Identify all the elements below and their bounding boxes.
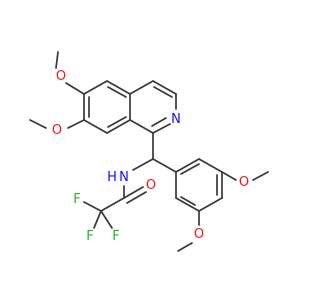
bond [83, 201, 102, 212]
bond [252, 171, 269, 181]
bond [180, 163, 200, 175]
bond [198, 158, 223, 173]
bond [152, 123, 171, 134]
atom-oxygen-methoxy-6: O [56, 69, 66, 84]
background [0, 0, 300, 300]
bond [100, 210, 113, 229]
bond [132, 158, 154, 171]
bond [106, 80, 131, 95]
atom-fluorine-3: F [86, 229, 93, 244]
atom-oxygen-methoxy-7: O [52, 123, 62, 138]
atom-fluorine-1: F [73, 192, 80, 207]
bond [180, 196, 196, 206]
bond [177, 242, 193, 252]
bond [83, 80, 108, 95]
bond [67, 119, 85, 129]
bond [107, 116, 127, 128]
bond [129, 80, 154, 95]
atom-oxygen-methoxy-meta: O [194, 227, 204, 242]
bond [93, 210, 102, 229]
bond [106, 119, 131, 134]
bond [153, 86, 173, 98]
bond [83, 119, 108, 134]
atom-oxygen-carbonyl: O [146, 178, 156, 193]
atom-labels: O O N N H O F F F O O [52, 69, 249, 244]
bond [221, 171, 237, 181]
bond [107, 86, 127, 98]
bond [65, 82, 85, 95]
bond [198, 197, 223, 212]
bond [152, 158, 177, 173]
atom-nitrogen-amide: N [119, 170, 129, 185]
bond [175, 158, 200, 173]
bond [123, 186, 144, 199]
bond [151, 117, 167, 127]
atom-fluorine-2: F [112, 229, 119, 244]
atom-oxygen-methoxy-para: O [239, 175, 249, 190]
bond [126, 191, 147, 204]
bond [29, 119, 47, 129]
bond [100, 197, 125, 212]
bond [152, 80, 177, 95]
molecule-structure-diagram: O O N N H O F F F O O [0, 0, 300, 300]
atom-nitrogen-ring: N [171, 112, 181, 127]
atom-hydrogen-amide: H [107, 170, 117, 185]
bond [55, 51, 59, 69]
bond [175, 197, 200, 212]
bond [129, 119, 154, 134]
bonds [29, 51, 269, 252]
